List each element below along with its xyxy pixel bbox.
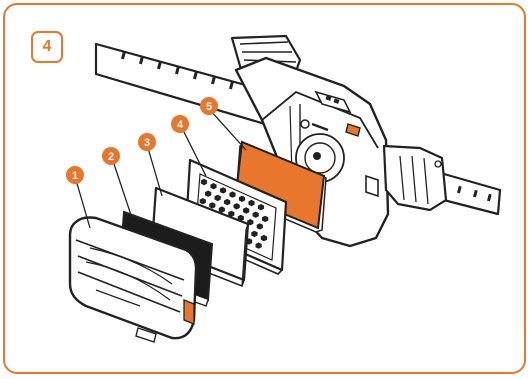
svg-text:3: 3 — [144, 137, 150, 149]
callout-2: 2 — [102, 147, 120, 165]
callout-3: 3 — [138, 133, 156, 151]
svg-text:5: 5 — [206, 101, 212, 113]
svg-text:4: 4 — [177, 119, 184, 131]
callout-5: 5 — [200, 97, 218, 115]
svg-text:2: 2 — [108, 151, 114, 163]
callout-4: 4 — [171, 115, 189, 133]
callout-1: 1 — [66, 166, 84, 184]
svg-text:1: 1 — [72, 170, 78, 182]
